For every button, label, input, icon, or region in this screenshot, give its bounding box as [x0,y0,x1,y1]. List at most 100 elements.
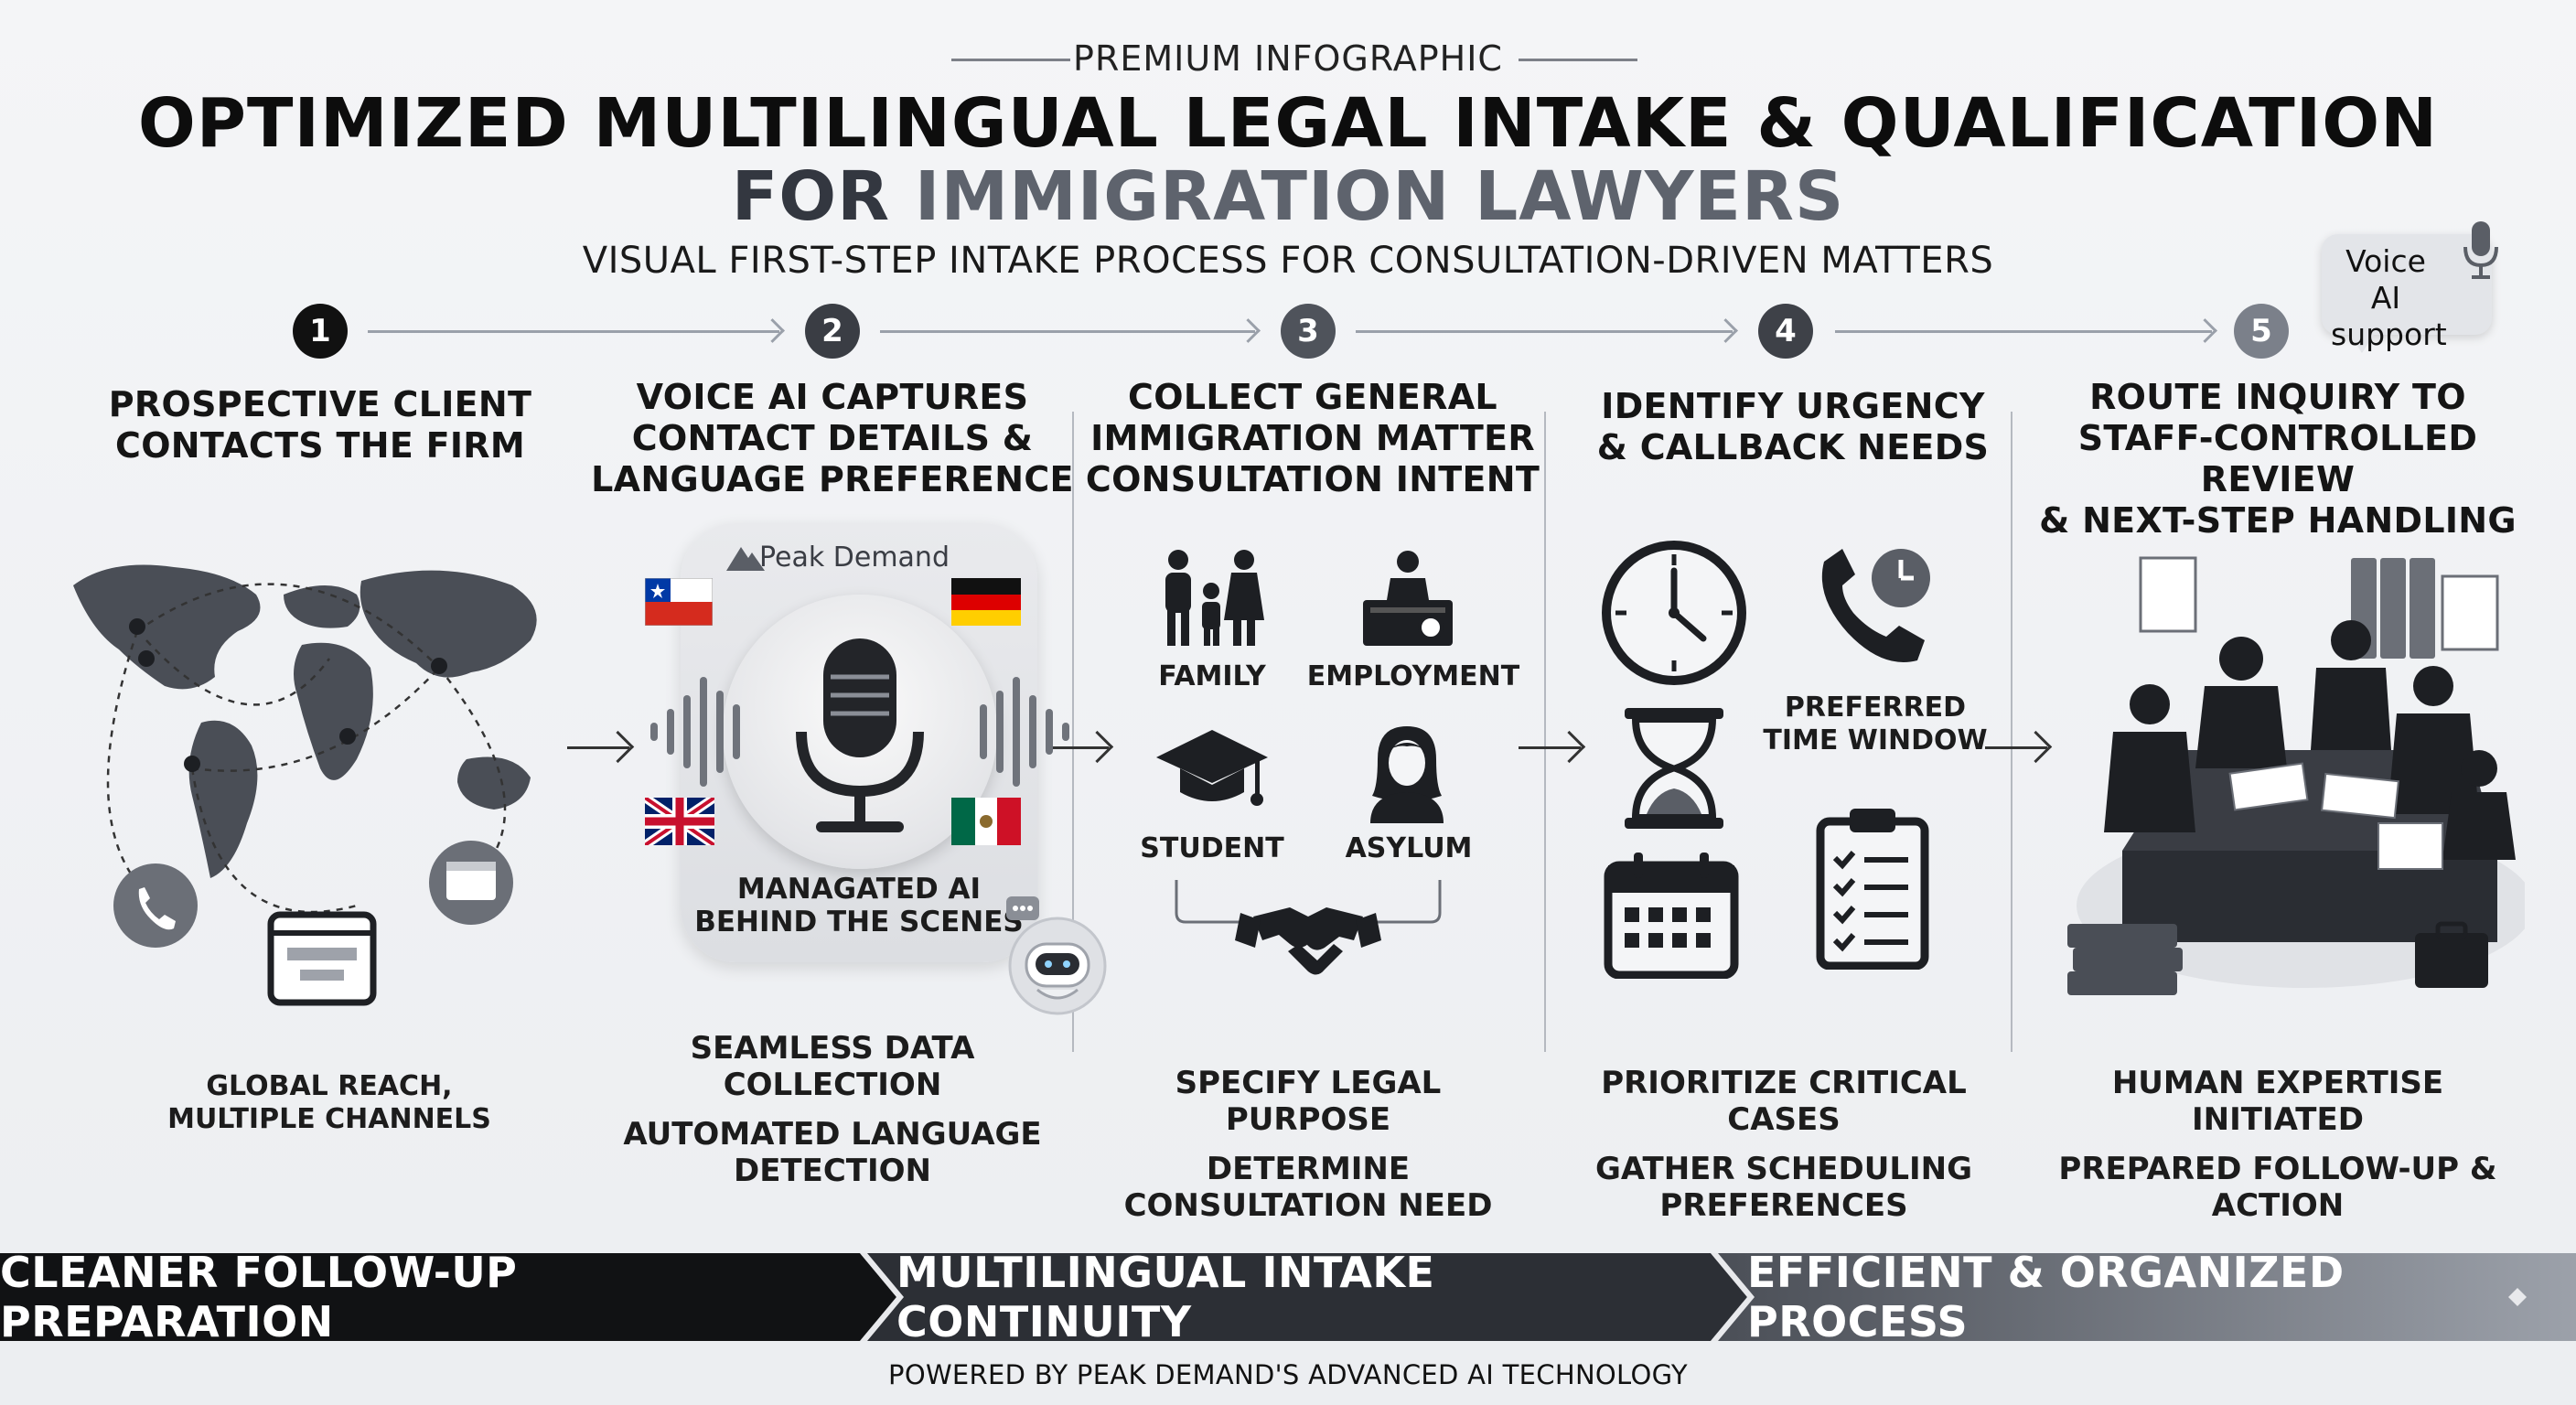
page-subtitle: VISUAL FIRST-STEP INTAKE PROCESS FOR CON… [582,240,1994,282]
step-3-caption-line: DETERMINE [1206,1151,1411,1187]
studio-microphone-icon [796,638,924,832]
voice-ai-bubble-text: Voice AI support [2331,243,2447,353]
step-3-caption-line: CONSULTATION NEED [1123,1187,1493,1224]
step-1-caption: GLOBAL REACH, MULTIPLE CHANNELS [119,1070,540,1136]
step-connector-3 [1356,330,1733,333]
step-connector-1 [368,330,779,333]
time-window-label: PREFERRED TIME WINDOW [1756,692,1994,757]
peak-demand-logo-icon [726,547,765,571]
kicker-rule-left [951,59,1070,61]
voice-ai-bubble-line2: support [2331,316,2447,352]
step-3-caption-line: SPECIFY LEGAL PURPOSE [1175,1065,1442,1138]
voice-ai-bubble-line1: Voice AI [2345,243,2426,316]
step-2-title-line: VOICE AI CAPTURES [636,377,1029,417]
step-3-caption: SPECIFY LEGAL PURPOSE DETERMINE CONSULTA… [1098,1065,1519,1224]
graduation-cap-icon [1156,730,1268,806]
kicker-text: PREMIUM INFOGRAPHIC [1073,38,1503,79]
step-3-title: COLLECT GENERAL IMMIGRATION MATTER CONSU… [1079,377,1546,500]
caption-spacer [1555,1138,2012,1151]
step-4-caption-line: PRIORITIZE CRITICAL CASES [1601,1065,1967,1138]
clock-icon [1602,541,1746,685]
germany-flag-icon [951,578,1021,626]
category-student-label: STUDENT [1140,832,1284,864]
step-3-title-line: COLLECT GENERAL [1128,377,1497,417]
step-1-title-line: CONTACTS THE FIRM [115,425,525,466]
employment-icon [1363,551,1453,646]
step-2-title: VOICE AI CAPTURES CONTACT DETAILS & LANG… [585,377,1079,500]
step-5-title-line: STAFF-CONTROLLED REVIEW [2077,418,2478,499]
step-1-caption-line: MULTIPLE CHANNELS [167,1103,491,1135]
step-2-caption: SEAMLESS DATA COLLECTION AUTOMATED LANGU… [604,1030,1061,1189]
caption-spacer [1098,1138,1519,1151]
voice-panel-caption: MANAGATED AI BEHIND THE SCENES [681,873,1037,938]
category-family-label: FAMILY [1158,660,1266,692]
title-prefix: FOR [731,157,915,236]
voice-ai-bubble [2322,234,2492,353]
flow-arrow-1 [567,746,629,749]
step-2-caption-line: SEAMLESS DATA [690,1030,975,1067]
handshake-icon [1175,880,1442,975]
flow-arrow-3 [1519,746,1581,749]
column-divider [2011,412,2012,1052]
bottom-banner-bg [0,1253,2576,1341]
microphone-icon [2463,221,2498,279]
page-title: OPTIMIZED MULTILINGUAL LEGAL INTAKE & QU… [137,84,2439,163]
step-5-caption: HUMAN EXPERTISE INITIATED PREPARED FOLLO… [2022,1065,2534,1224]
step-5-number: 5 [2234,304,2289,359]
category-asylum-label: ASYLUM [1345,832,1473,864]
step-connector-2 [880,330,1255,333]
sound-wave-icon [650,677,1069,787]
step-4-title-line: IDENTIFY URGENCY [1601,386,1985,426]
step-2-title-line: LANGUAGE PREFERENCE [591,459,1074,499]
time-window-label-line: TIME WINDOW [1763,724,1988,756]
title-highlight: IMMIGRATION LAWYERS [914,157,1845,236]
voice-panel-caption-line: MANAGATED AI [736,873,982,906]
step-2-caption-line: DETECTION [733,1153,932,1189]
asylum-person-icon [1370,726,1444,823]
footer-text: POWERED BY PEAK DEMAND'S ADVANCED AI TEC… [888,1359,1688,1390]
page-title-line2: FOR IMMIGRATION LAWYERS [0,157,2576,236]
step-5-title-line: & NEXT-STEP HANDLING [2039,500,2517,541]
caption-spacer [604,1103,1061,1116]
kicker-rule-right [1519,59,1637,61]
step-5-title-line: ROUTE INQUIRY TO [2089,377,2466,417]
step-5-caption-line: PREPARED FOLLOW-UP & ACTION [2058,1151,2497,1224]
checklist-clipboard-icon [1816,809,1929,970]
step-2-title-line: CONTACT DETAILS & [631,418,1034,458]
step-3-title-line: IMMIGRATION MATTER [1090,418,1535,458]
category-employment-label: EMPLOYMENT [1306,660,1520,692]
banner-segment-3: EFFICIENT & ORGANIZED PROCESS [1747,1248,2345,1346]
column-divider [1072,412,1074,1052]
step-4-caption-line: GATHER SCHEDULING [1594,1151,1973,1187]
banner-segment-1: CLEANER FOLLOW-UP PREPARATION [0,1248,518,1346]
step-5-title: ROUTE INQUIRY TO STAFF-CONTROLLED REVIEW… [2022,377,2534,542]
chatbot-icon [1006,896,1107,1015]
step-4-number: 4 [1758,304,1813,359]
step-4-caption-line: PREFERENCES [1659,1187,1908,1224]
step-5-caption-line: HUMAN EXPERTISE INITIATED [2111,1065,2444,1138]
calendar-icon [1604,853,1739,979]
world-map-icon [73,564,537,1006]
legal-team-meeting-icon [2067,556,2525,995]
phone-callback-icon [1821,549,1930,662]
column-divider [1544,412,1546,1052]
step-1-title-line: PROSPECTIVE CLIENT [108,384,532,424]
brand-name: Peak Demand [759,542,950,574]
chile-flag-icon [645,578,713,626]
family-icon [1165,550,1264,646]
mexico-flag-icon [951,798,1021,845]
voice-panel-caption-line: BEHIND THE SCENES [694,906,1024,938]
flow-arrow-4 [1985,746,2047,749]
step-connector-4 [1835,330,2212,333]
step-4-caption: PRIORITIZE CRITICAL CASES GATHER SCHEDUL… [1555,1065,2012,1224]
step-3-number: 3 [1281,304,1336,359]
step-2-caption-line: AUTOMATED LANGUAGE [623,1116,1042,1153]
step-1-title: PROSPECTIVE CLIENT CONTACTS THE FIRM [91,384,549,467]
time-window-label-line: PREFERRED [1784,692,1967,724]
banner-segment-2: MULTILINGUAL INTAKE CONTINUITY [896,1248,1435,1346]
step-3-title-line: CONSULTATION INTENT [1085,459,1540,499]
step-1-number: 1 [293,304,348,359]
hourglass-icon [1625,708,1723,829]
step-2-number: 2 [805,304,860,359]
step-2-caption-line: COLLECTION [723,1067,942,1103]
